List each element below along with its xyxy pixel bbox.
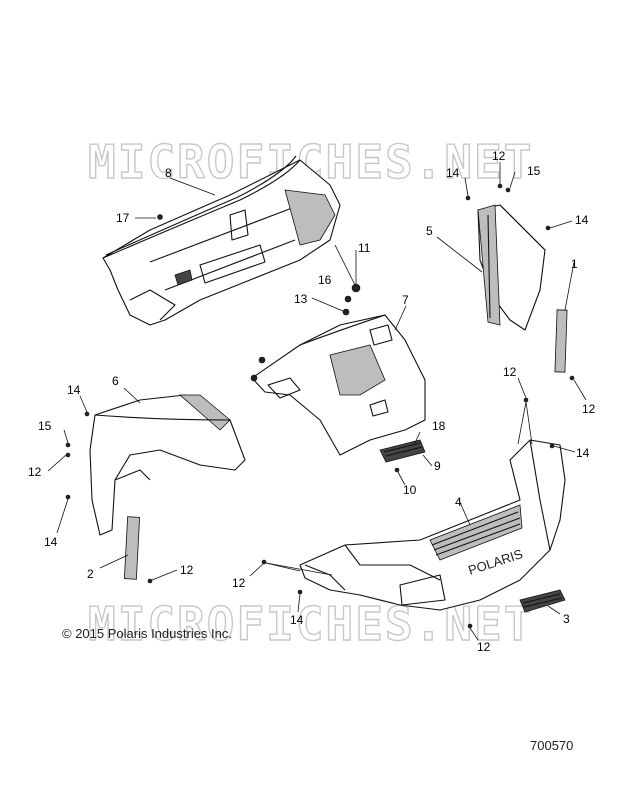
callout-3: 3	[563, 612, 570, 626]
callout-14-c: 14	[67, 383, 81, 397]
part-5-side-panel	[477, 204, 546, 331]
watermark-bottom: MICROFICHES.NET	[88, 597, 533, 651]
part-1-bracket	[554, 309, 568, 373]
callout-18: 18	[432, 419, 446, 433]
callout-14-e: 14	[44, 535, 58, 549]
callout-9: 9	[434, 459, 441, 473]
part-7-center-hood	[251, 314, 426, 456]
part-2-bracket	[123, 516, 141, 580]
callout-16: 16	[318, 273, 332, 287]
callout-15-b: 15	[38, 419, 52, 433]
leader-lines	[47, 162, 587, 641]
callout-labels: 8 17 12 15 14 14 5 11 16 13 7 1 12 12 6 …	[28, 149, 596, 654]
figure-number: 700570	[530, 738, 573, 753]
copyright-notice: © 2015 Polaris Industries Inc.	[62, 626, 232, 641]
part-9-small-grille	[379, 439, 426, 463]
callout-2: 2	[87, 567, 94, 581]
callout-5: 5	[426, 224, 433, 238]
part-6-left-fender	[89, 394, 246, 536]
callout-1: 1	[571, 257, 578, 271]
callout-6: 6	[112, 374, 119, 388]
callout-15-a: 15	[527, 164, 541, 178]
callout-8: 8	[165, 166, 172, 180]
callout-11: 11	[358, 241, 371, 255]
callout-12-b: 12	[503, 365, 517, 379]
callout-14-d: 14	[576, 446, 590, 460]
callout-17: 17	[116, 211, 130, 225]
callout-14-b: 14	[575, 213, 589, 227]
callout-12-c: 12	[582, 402, 596, 416]
callout-12-f: 12	[232, 576, 246, 590]
part-3-lower-grille	[519, 589, 566, 613]
callout-12-e: 12	[180, 563, 194, 577]
callout-14-f: 14	[290, 613, 304, 627]
callout-12-d: 12	[28, 465, 42, 479]
callout-13: 13	[294, 292, 308, 306]
part-4-front-bumper: POLARIS	[299, 439, 566, 611]
callout-14-a: 14	[446, 166, 460, 180]
callout-12-g: 12	[477, 640, 491, 654]
callout-7: 7	[402, 293, 409, 307]
part-8-dash-panel	[102, 155, 341, 326]
callout-4: 4	[455, 495, 462, 509]
callout-10: 10	[403, 483, 417, 497]
callout-12-a: 12	[492, 149, 506, 163]
